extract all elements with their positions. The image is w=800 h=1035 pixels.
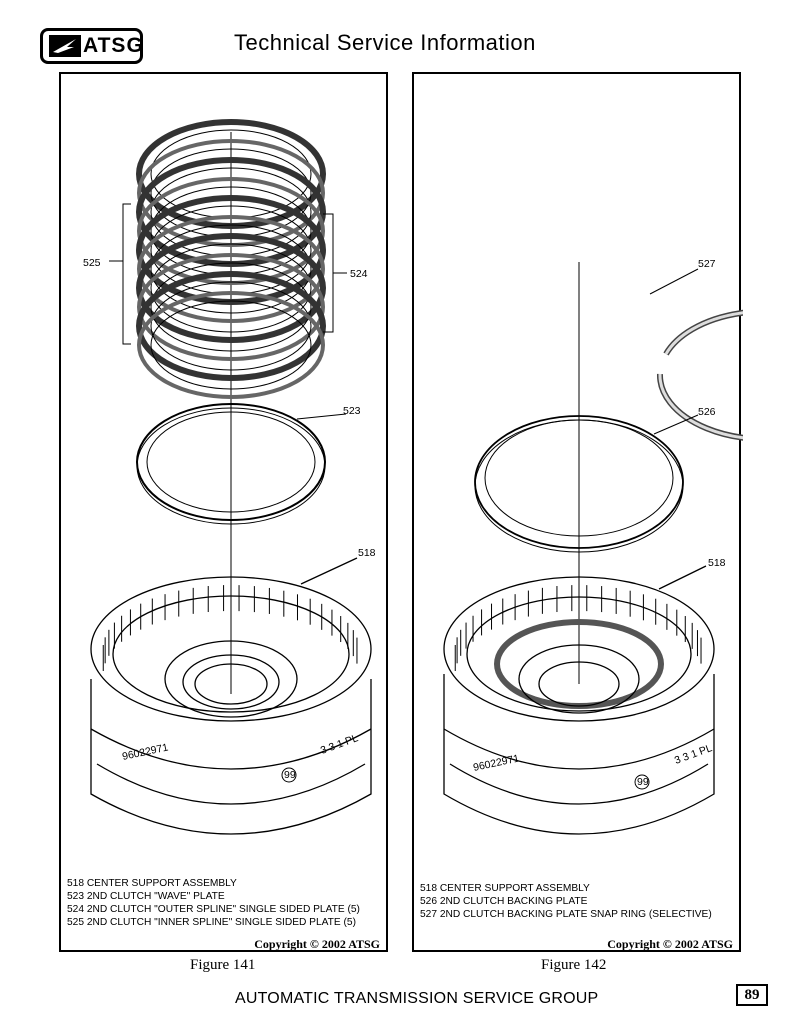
legend-item: 518 CENTER SUPPORT ASSEMBLY: [67, 878, 237, 889]
callout-518: 518: [708, 557, 726, 569]
page-title: Technical Service Information: [234, 30, 536, 55]
legend-item: 524 2ND CLUTCH "OUTER SPLINE" SINGLE SID…: [67, 904, 360, 915]
part-stamp: 99: [284, 769, 296, 781]
figure-141-illustration: 525 524 523 518 96022971 3 3 1 PL 99: [83, 119, 376, 835]
figure-142-panel: 527 526 518 96022971 3 3 1 PL 99 518 CEN…: [412, 72, 743, 952]
figure-142-legend: 518 CENTER SUPPORT ASSEMBLY 526 2ND CLUT…: [420, 882, 712, 921]
callout-523: 523: [343, 405, 361, 417]
figure-142-illustration: 527 526 518 96022971 3 3 1 PL 99: [443, 258, 743, 835]
part-code: 3 3 1 PL: [319, 732, 360, 757]
part-serial: 96022971: [472, 752, 520, 773]
figure-141-legend: 518 CENTER SUPPORT ASSEMBLY 523 2ND CLUT…: [67, 877, 360, 929]
bird-icon: [49, 35, 81, 57]
callout-526: 526: [698, 406, 716, 418]
legend-item: 518 CENTER SUPPORT ASSEMBLY: [420, 883, 590, 894]
figure-141-caption: Figure 141: [190, 957, 256, 973]
part-stamp: 99: [637, 776, 649, 788]
figure-142-copyright: Copyright © 2002 ATSG: [607, 937, 733, 951]
figure-141-panel: 525 524 523 518 96022971 3 3 1 PL 99 518…: [59, 72, 388, 952]
footer-text: AUTOMATIC TRANSMISSION SERVICE GROUP: [235, 990, 599, 1007]
figure-142-caption: Figure 142: [541, 957, 607, 973]
part-code: 3 3 1 PL: [673, 742, 714, 767]
atsg-logo: ATSG: [40, 28, 143, 64]
callout-524: 524: [350, 268, 368, 280]
logo-text: ATSG: [83, 34, 144, 57]
figure-141-copyright: Copyright © 2002 ATSG: [254, 937, 380, 951]
legend-item: 527 2ND CLUTCH BACKING PLATE SNAP RING (…: [420, 909, 712, 920]
legend-item: 523 2ND CLUTCH "WAVE" PLATE: [67, 891, 225, 902]
callout-518: 518: [358, 547, 376, 559]
legend-item: 525 2ND CLUTCH "INNER SPLINE" SINGLE SID…: [67, 917, 356, 928]
legend-item: 526 2ND CLUTCH BACKING PLATE: [420, 896, 588, 907]
callout-525: 525: [83, 257, 101, 269]
callout-527: 527: [698, 258, 716, 270]
page-number: 89: [736, 984, 768, 1006]
